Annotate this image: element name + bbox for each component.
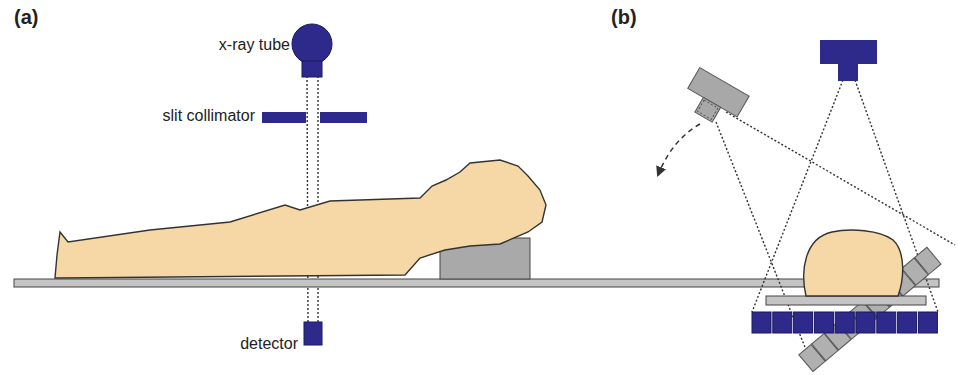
detector-element [794,312,813,333]
panel-label: (b) [611,6,637,28]
scanner-side-view [14,24,939,345]
detector-element [856,312,875,333]
detector-symbol [304,322,322,345]
patient-table [14,279,939,287]
detector-element [773,312,792,333]
detector-element [752,312,771,333]
tube-window [302,61,322,77]
detector-element [915,247,941,274]
patient-body [55,160,546,278]
beam-lines [716,80,955,360]
part-label: slit collimator [163,107,255,125]
detector-element [835,312,854,333]
detector-element [898,312,917,333]
panel-label: (a) [14,6,38,28]
rotation-arrow [658,124,700,175]
collimator-blade [320,112,367,123]
detector-element [814,312,833,333]
rotated-x-ray-tube [679,68,749,132]
scanner-cross-section [658,40,955,372]
detector-array [752,312,937,333]
detector-element [877,312,896,333]
beam-line [726,112,955,245]
part-label: x-ray tube [219,36,290,54]
tube-window [838,64,858,81]
patient-cross-section [804,230,903,296]
detector-element [918,312,937,333]
tube-window [695,97,721,122]
part-label: detector [240,335,298,353]
patient-table [766,296,926,305]
x-ray-tube-symbol [292,24,332,64]
x-ray-tube-symbol [820,40,877,64]
collimator-blade [262,112,306,123]
tube-window-inner [698,100,718,119]
